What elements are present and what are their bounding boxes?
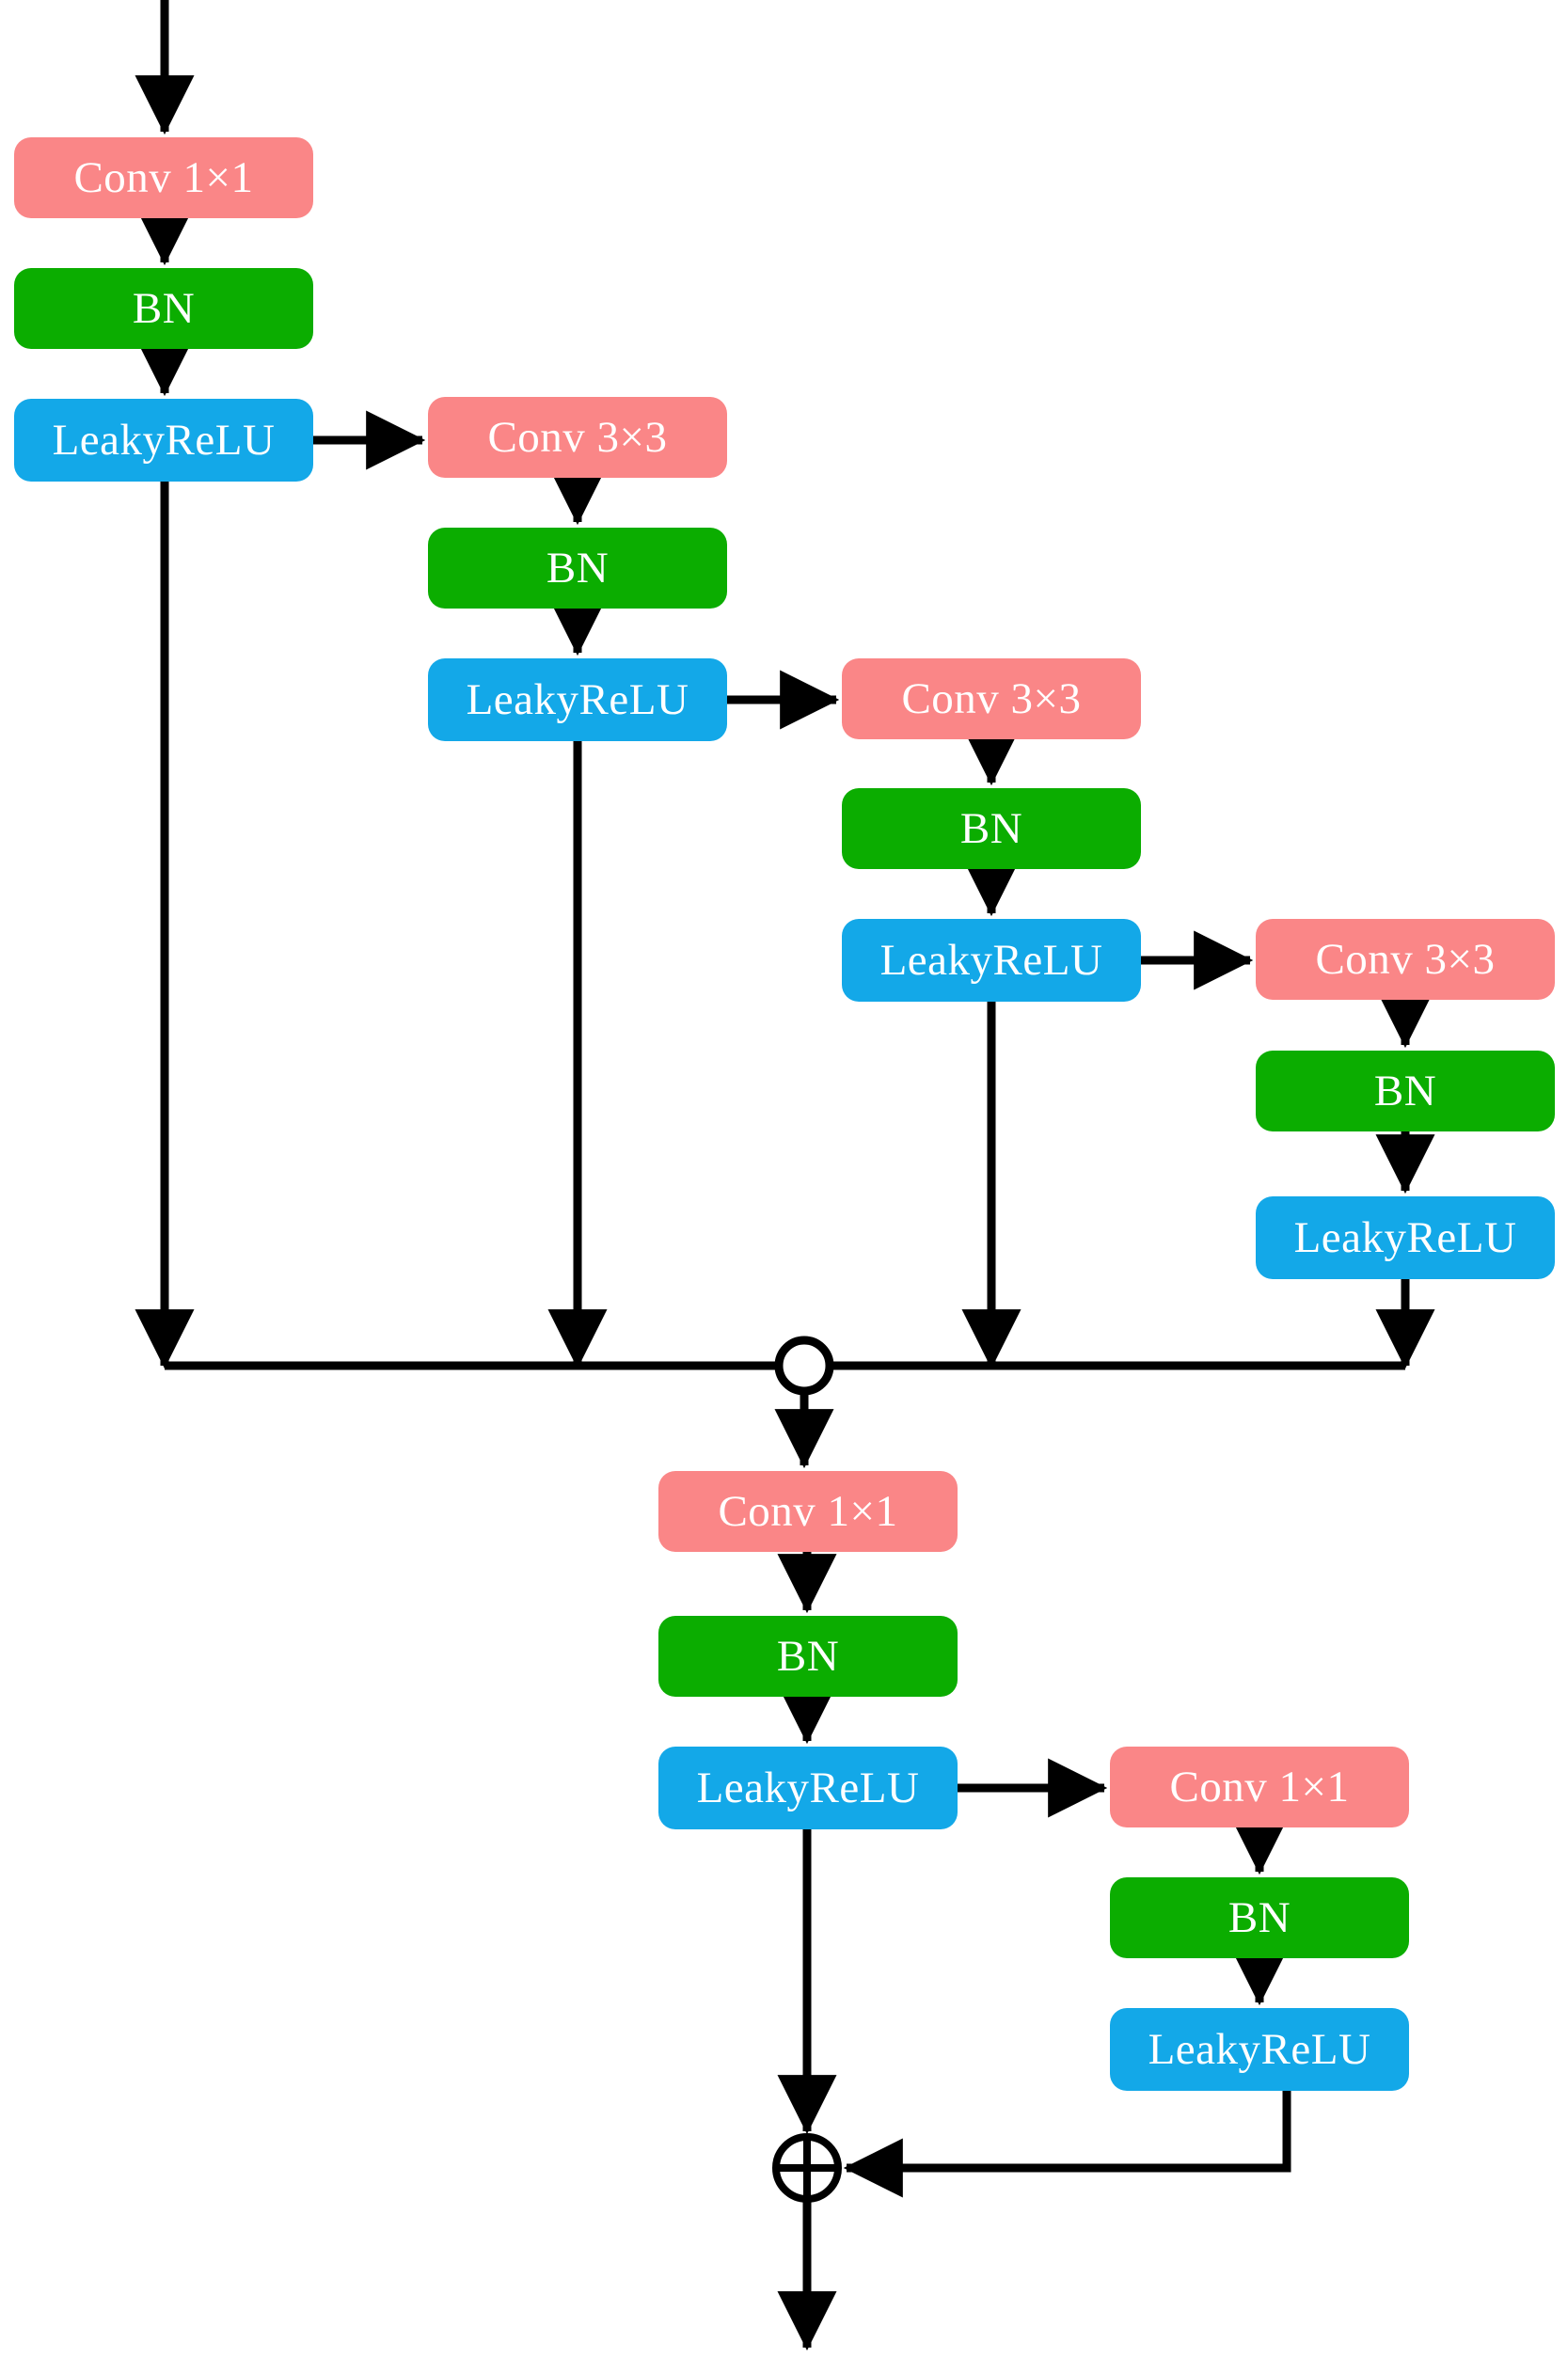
conv-3x3-block-1[interactable]: Conv 3×3 <box>428 397 727 478</box>
conv-1x1-block-3[interactable]: Conv 1×1 <box>1110 1747 1409 1827</box>
leakyrelu-block-5[interactable]: LeakyReLU <box>658 1747 958 1829</box>
leakyrelu-block-4[interactable]: LeakyReLU <box>1256 1196 1555 1279</box>
leakyrelu-block-6[interactable]: LeakyReLU <box>1110 2008 1409 2091</box>
bn-block-5[interactable]: BN <box>658 1616 958 1697</box>
edge-act6-to-add <box>843 2091 1291 2198</box>
conv-1x1-block-2[interactable]: Conv 1×1 <box>658 1471 958 1552</box>
leakyrelu-block-2[interactable]: LeakyReLU <box>428 658 727 741</box>
conv-1x1-block-1[interactable]: Conv 1×1 <box>14 137 313 218</box>
leakyrelu-block-1[interactable]: LeakyReLU <box>14 399 313 482</box>
conv-3x3-block-2[interactable]: Conv 3×3 <box>842 658 1141 739</box>
bn-block-3[interactable]: BN <box>842 788 1141 869</box>
add-junction <box>772 2133 842 2203</box>
bn-block-4[interactable]: BN <box>1256 1051 1555 1131</box>
bn-block-1[interactable]: BN <box>14 268 313 349</box>
leakyrelu-block-3[interactable]: LeakyReLU <box>842 919 1141 1002</box>
conv-3x3-block-3[interactable]: Conv 3×3 <box>1256 919 1555 1000</box>
concat-junction <box>774 1336 834 1396</box>
bn-block-6[interactable]: BN <box>1110 1877 1409 1958</box>
bn-block-2[interactable]: BN <box>428 528 727 609</box>
